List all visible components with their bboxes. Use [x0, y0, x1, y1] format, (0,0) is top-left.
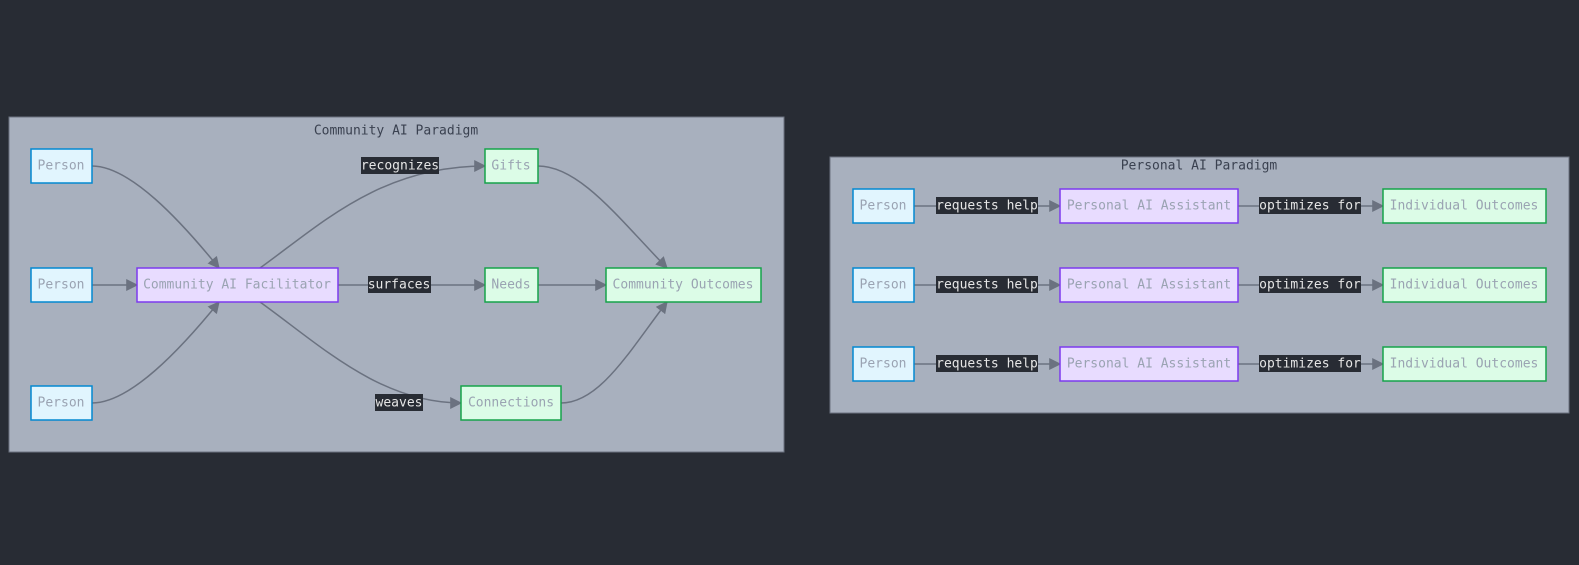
node-personal-outcome-3-label: Individual Outcomes: [1390, 357, 1539, 372]
node-personal-assistant-2[interactable]: Personal AI Assistant: [1059, 267, 1239, 303]
edge-label-optimizes-for-3-text: optimizes for: [1259, 357, 1361, 372]
edge-label-optimizes-for-2-text: optimizes for: [1259, 278, 1361, 293]
edge-label-surfaces-text: surfaces: [368, 278, 431, 293]
edge-label-weaves: weaves: [375, 394, 423, 411]
edge-label-weaves-text: weaves: [376, 396, 423, 411]
node-personal-person-2[interactable]: Person: [852, 267, 915, 303]
node-personal-outcome-3[interactable]: Individual Outcomes: [1382, 346, 1547, 382]
node-community-person-2[interactable]: Person: [30, 267, 93, 303]
node-community-facilitator[interactable]: Community AI Facilitator: [136, 267, 339, 303]
edge-label-optimizes-for-1: optimizes for: [1259, 197, 1361, 214]
personal-cluster-title: Personal AI Paradigm: [1121, 159, 1278, 174]
node-community-person-1[interactable]: Person: [30, 148, 93, 184]
edge-label-recognizes: recognizes: [361, 157, 439, 174]
personal-row-1: Person requests help Personal AI Assista…: [852, 188, 1547, 224]
node-personal-person-3[interactable]: Person: [852, 346, 915, 382]
node-community-connections-label: Connections: [468, 396, 554, 411]
edge-label-recognizes-text: recognizes: [361, 159, 439, 174]
node-personal-assistant-1-label: Personal AI Assistant: [1067, 199, 1231, 214]
edge-label-requests-help-1: requests help: [936, 197, 1038, 214]
node-community-connections[interactable]: Connections: [460, 385, 562, 421]
edge-gifts-outcomes: [537, 165, 668, 269]
edge-label-optimizes-for-1-text: optimizes for: [1259, 199, 1361, 214]
node-personal-outcome-2[interactable]: Individual Outcomes: [1382, 267, 1547, 303]
node-personal-assistant-3-label: Personal AI Assistant: [1067, 357, 1231, 372]
community-edges: [91, 160, 668, 409]
edge-label-requests-help-3-text: requests help: [936, 357, 1038, 372]
node-personal-person-3-label: Person: [860, 357, 907, 372]
node-community-person-1-label: Person: [38, 159, 85, 174]
node-personal-assistant-3[interactable]: Personal AI Assistant: [1059, 346, 1239, 382]
node-community-gifts-label: Gifts: [491, 159, 530, 174]
node-personal-person-2-label: Person: [860, 278, 907, 293]
edge-facilitator-gifts: [259, 160, 487, 269]
edge-label-surfaces: surfaces: [368, 276, 431, 293]
community-cluster-title: Community AI Paradigm: [314, 124, 479, 139]
edge-person1-facilitator: [91, 165, 220, 269]
edge-label-optimizes-for-2: optimizes for: [1259, 276, 1361, 293]
node-personal-assistant-2-label: Personal AI Assistant: [1067, 278, 1231, 293]
node-personal-person-1[interactable]: Person: [852, 188, 915, 224]
node-community-gifts[interactable]: Gifts: [484, 148, 539, 184]
edge-label-requests-help-1-text: requests help: [936, 199, 1038, 214]
node-personal-outcome-2-label: Individual Outcomes: [1390, 278, 1539, 293]
node-personal-assistant-1[interactable]: Personal AI Assistant: [1059, 188, 1239, 224]
edge-connections-outcomes: [560, 301, 668, 404]
node-personal-person-1-label: Person: [860, 199, 907, 214]
edge-label-requests-help-3: requests help: [936, 355, 1038, 372]
node-personal-outcome-1[interactable]: Individual Outcomes: [1382, 188, 1547, 224]
node-community-outcomes-label: Community Outcomes: [613, 278, 754, 293]
edge-label-requests-help-2-text: requests help: [936, 278, 1038, 293]
node-community-outcomes[interactable]: Community Outcomes: [605, 267, 762, 303]
edge-label-requests-help-2: requests help: [936, 276, 1038, 293]
node-community-needs[interactable]: Needs: [484, 267, 539, 303]
node-personal-outcome-1-label: Individual Outcomes: [1390, 199, 1539, 214]
edge-person3-facilitator: [91, 301, 220, 404]
node-community-person-3-label: Person: [38, 396, 85, 411]
node-community-needs-label: Needs: [491, 278, 530, 293]
node-community-facilitator-label: Community AI Facilitator: [143, 278, 331, 293]
edge-label-optimizes-for-3: optimizes for: [1259, 355, 1361, 372]
node-community-person-3[interactable]: Person: [30, 385, 93, 421]
edge-facilitator-connections: [259, 301, 463, 409]
personal-row-2: Person requests help Personal AI Assista…: [852, 267, 1547, 303]
node-community-person-2-label: Person: [38, 278, 85, 293]
personal-row-3: Person requests help Personal AI Assista…: [852, 346, 1547, 382]
